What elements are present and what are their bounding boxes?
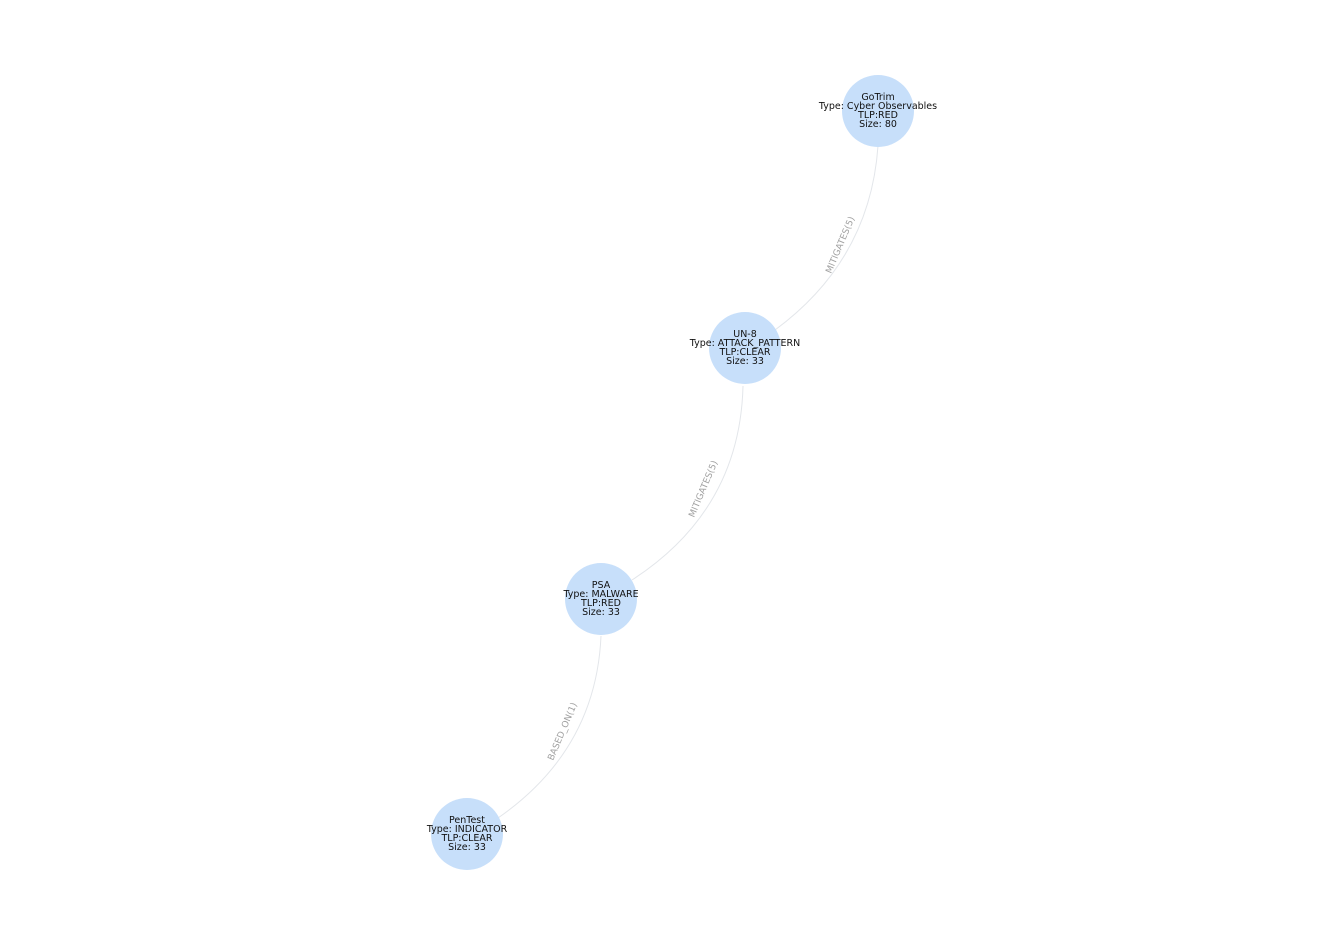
edge-label: MITIGATES(5) [688,459,721,519]
node-type: Type: Cyber Observables [818,101,937,112]
edge-psa-pentest[interactable]: BASED_ON(1) [497,635,602,819]
node-size: Size: 80 [859,119,897,130]
node-circle [842,75,914,147]
node-circle [431,798,503,870]
node-tlp: TLP:RED [857,110,898,121]
node-type: Type: ATTACK_PATTERN [689,338,800,349]
edge-line [774,145,879,331]
node-circle [709,312,781,384]
node-size: Size: 33 [582,607,620,618]
node-circle [565,563,637,635]
node-tlp: TLP:RED [580,598,621,609]
node-type: Type: MALWARE [562,589,638,600]
node-tlp: TLP:CLEAR [440,833,492,844]
node-name: UN-8 [733,329,757,340]
edges-layer: MITIGATES(5) MITIGATES(5) BASED_ON(1) [497,145,879,819]
edge-line [497,635,602,819]
node-type: Type: INDICATOR [426,824,508,835]
nodes-layer: GoTrim Type: Cyber Observables TLP:RED S… [426,75,937,870]
node-name: GoTrim [861,92,894,103]
node-gotrim[interactable]: GoTrim Type: Cyber Observables TLP:RED S… [818,75,937,147]
node-tlp: TLP:CLEAR [718,347,770,358]
node-pentest[interactable]: PenTest Type: INDICATOR TLP:CLEAR Size: … [426,798,508,870]
node-name: PSA [592,580,611,591]
node-size: Size: 33 [726,356,764,367]
node-name: PenTest [449,815,485,826]
edge-label: MITIGATES(5) [825,215,858,275]
node-size: Size: 33 [448,842,486,853]
node-un8[interactable]: UN-8 Type: ATTACK_PATTERN TLP:CLEAR Size… [689,312,800,384]
edge-gotrim-un8[interactable]: MITIGATES(5) [774,145,879,331]
edge-un8-psa[interactable]: MITIGATES(5) [631,385,744,581]
edge-line [631,385,744,581]
node-psa[interactable]: PSA Type: MALWARE TLP:RED Size: 33 [562,563,639,635]
